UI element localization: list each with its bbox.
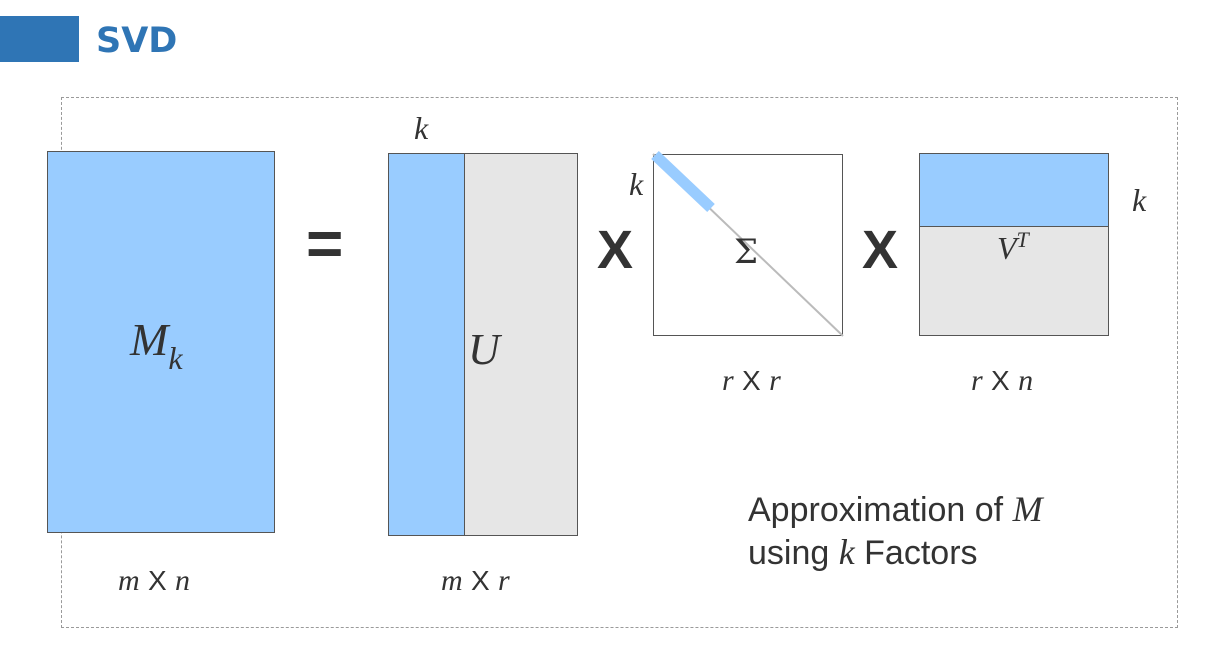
matrix-sigma-k-label: k (629, 166, 644, 202)
times-sign-1: X (597, 220, 634, 280)
sigma-k-diagonal-highlight (651, 151, 715, 212)
page-title: SVD (96, 21, 178, 61)
times-sign-2: X (862, 220, 899, 280)
matrix-vt-k-rows (920, 154, 1108, 227)
matrix-sigma-dimension: r X r (722, 364, 781, 397)
matrix-mk (47, 151, 275, 533)
caption-line-1: Approximation of M (748, 489, 1043, 529)
matrix-u-dimension: m X r (441, 564, 510, 597)
equals-sign: = (306, 207, 344, 279)
title-accent-bar (0, 16, 79, 62)
matrix-u-label: U (468, 325, 500, 374)
caption-line-2: using k Factors (748, 532, 978, 572)
matrix-mk-dimension: m X n (118, 564, 191, 597)
matrix-sigma-diagonal (651, 151, 844, 337)
matrix-vt-k-label: k (1132, 182, 1147, 218)
matrix-vt-label: VT (997, 227, 1029, 266)
matrix-u-k-columns (389, 154, 465, 535)
diagram-caption: Approximation of M using k Factors (748, 488, 1043, 574)
matrix-vt-dimension: r X n (971, 364, 1034, 397)
matrix-mk-label: Mk (130, 314, 183, 376)
matrix-u-k-label: k (414, 110, 429, 146)
matrix-sigma-label: Σ (734, 232, 759, 272)
